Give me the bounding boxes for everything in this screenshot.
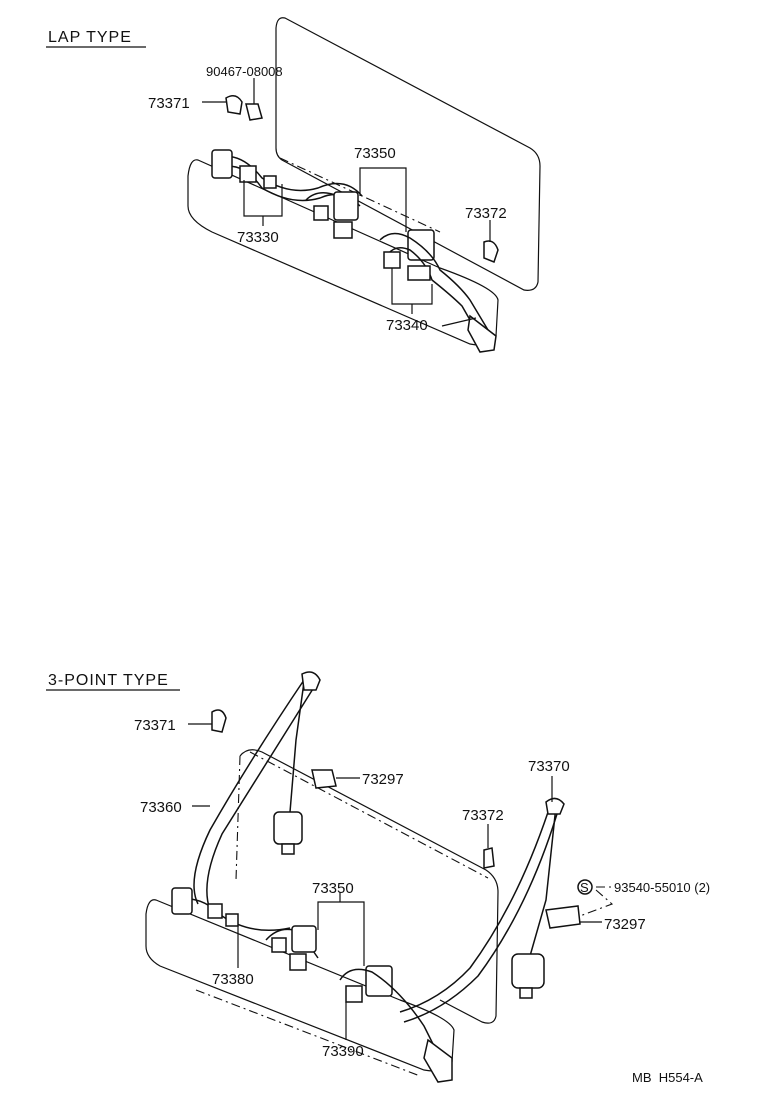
lap-type-section: LAP TYPE	[46, 17, 541, 353]
tp-right-lap-strap	[339, 968, 447, 1071]
tp-anchor-cover-73371	[211, 709, 227, 733]
leader-lap-73340-anchor	[441, 317, 477, 327]
tp-left-retractor	[273, 811, 303, 845]
tp-label-right-anchor: 73372	[462, 807, 504, 824]
tp-seat-back-left-edge	[235, 755, 241, 881]
lap-label-right-anchor: 73372	[465, 205, 507, 222]
lap-right-adjuster	[383, 251, 401, 269]
lap-left-adjuster-2	[263, 175, 277, 189]
tp-right-anchor-plate	[423, 1038, 453, 1083]
lap-tongue-2	[333, 221, 353, 239]
tp-right-shoulder-belt	[399, 799, 553, 1013]
lap-seat-cushion-rear-edge	[279, 157, 441, 233]
tp-right-retractor-mount	[519, 987, 533, 999]
lap-right-anchor-plate	[467, 314, 497, 353]
lap-left-anchor-plate	[211, 149, 233, 179]
tp-washer-symbol-circle	[577, 879, 593, 895]
tp-tongue-2	[289, 953, 307, 971]
lap-type-title: LAP TYPE	[48, 29, 132, 46]
tp-buckle-1	[291, 925, 317, 953]
lap-buckle-1	[333, 191, 359, 221]
three-point-type-section: 3-POINT TYPE	[46, 671, 710, 1083]
lap-bolt-90467	[245, 103, 263, 121]
tp-label-buckle-set: 73350	[312, 880, 354, 897]
lap-label-right-belt: 73340	[386, 317, 428, 334]
lap-label-left-belt: 73330	[237, 229, 279, 246]
lap-seat-back	[275, 17, 541, 291]
lap-left-belt-strap	[214, 155, 363, 197]
tp-left-shoulder-belt	[193, 679, 305, 905]
tp-label-left-bracket: 73297	[362, 771, 404, 788]
leader-lap-73350	[359, 167, 407, 232]
tp-right-shoulder-belt-edge	[403, 803, 561, 1023]
tp-label-right-bracket: 73297	[604, 916, 646, 933]
tp-seat-back	[239, 749, 499, 1024]
leader-tp-washer	[579, 886, 614, 917]
tp-left-upper-anchor	[301, 671, 321, 691]
tp-label-right-belt: 73390	[322, 1043, 364, 1060]
lap-anchor-cover-73371	[225, 95, 243, 115]
tp-seat-back-top-edge	[249, 751, 489, 879]
tp-right-bracket-73297	[545, 905, 581, 929]
tp-left-retractor-mount	[281, 843, 295, 855]
tp-right-anchor-73372	[483, 847, 495, 869]
leader-tp-73350	[317, 901, 365, 966]
tp-left-adjuster-2	[225, 913, 239, 927]
tp-label-anchor-cover: 73371	[134, 717, 176, 734]
tp-left-retractor-strap	[289, 681, 305, 813]
lap-label-bolt-code: 90467-08008	[206, 64, 283, 79]
tp-label-washer-code: 93540-55010 (2)	[614, 880, 710, 895]
figure-code: MB H554-A	[632, 1070, 703, 1085]
tp-right-retractor	[511, 953, 545, 989]
lap-seat-cushion	[187, 159, 499, 346]
tp-seat-cushion	[145, 899, 455, 1072]
lap-right-belt-strap	[379, 232, 489, 331]
tp-right-upper-anchor	[545, 797, 565, 815]
lap-label-buckle-set: 73350	[354, 145, 396, 162]
lap-right-buckle	[407, 265, 431, 281]
lap-tongue-1	[313, 205, 329, 221]
tp-label-left-belt: 73380	[212, 971, 254, 988]
tp-left-adjuster	[207, 903, 223, 919]
tp-right-retractor-strap	[529, 805, 557, 957]
three-point-type-title: 3-POINT TYPE	[48, 672, 169, 689]
tp-right-adjuster	[345, 985, 363, 1003]
tp-seat-cushion-front-edge	[195, 989, 421, 1077]
lap-right-anchor-73372	[483, 240, 499, 263]
tp-left-bracket-73297	[311, 769, 337, 789]
tp-washer-symbol: S	[580, 880, 589, 895]
tp-left-anchor-plate	[171, 887, 193, 915]
lap-left-adjuster	[239, 165, 257, 183]
tp-label-left-retractor-belt: 73360	[140, 799, 182, 816]
lap-label-anchor-cover: 73371	[148, 95, 190, 112]
tp-tongue-1	[271, 937, 287, 953]
tp-buckle-2	[365, 965, 393, 997]
tp-label-right-retractor-belt: 73370	[528, 758, 570, 775]
tp-left-shoulder-belt-edge	[206, 683, 317, 911]
